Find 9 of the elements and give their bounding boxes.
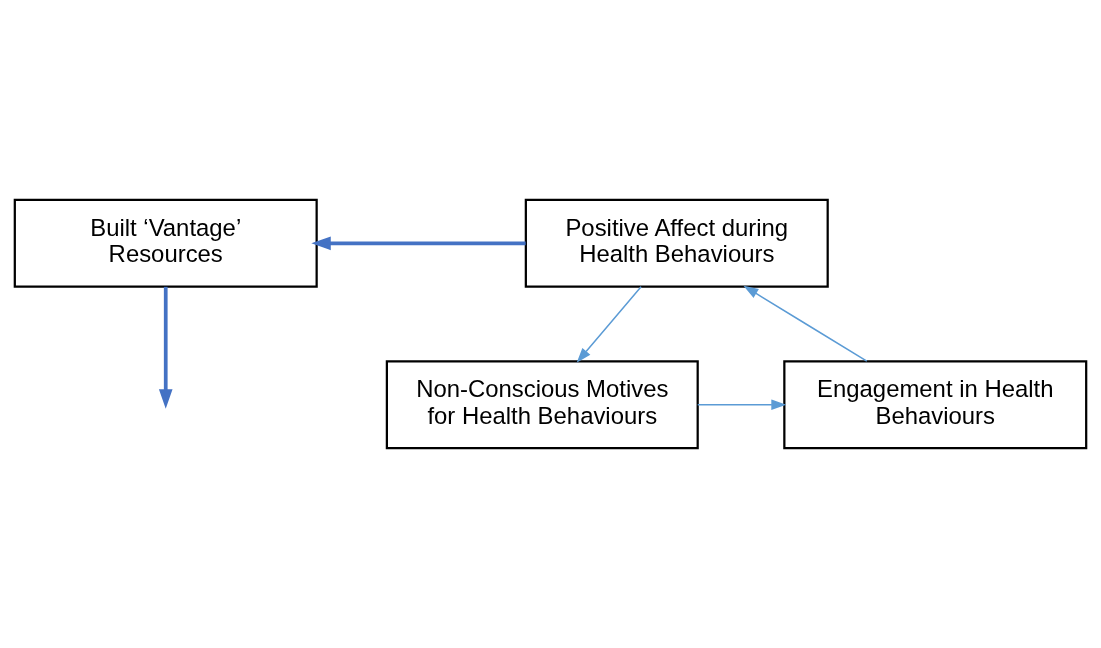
- arrow: [696, 399, 787, 410]
- arrow: [311, 236, 526, 251]
- arrow: [576, 286, 642, 363]
- node-box: Engagement in Health Behaviours: [783, 360, 1088, 450]
- node-box: Non-Conscious Motives for Health Behaviours: [385, 360, 699, 450]
- arrow: [158, 286, 173, 409]
- node-box: Positive Affect during Health Behaviours: [524, 198, 829, 288]
- node-box: Built ‘Vantage’ Resources: [13, 198, 318, 288]
- arrow: [743, 285, 868, 362]
